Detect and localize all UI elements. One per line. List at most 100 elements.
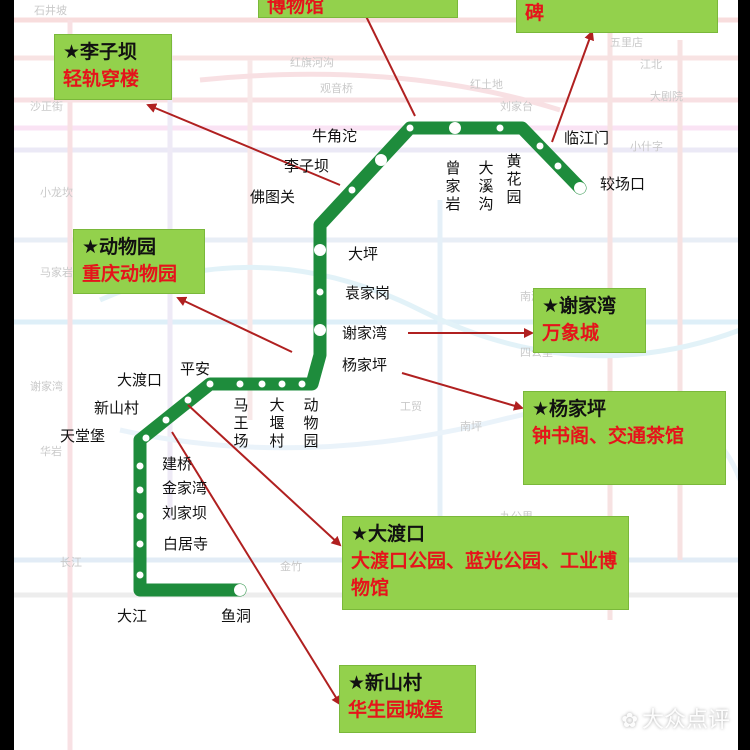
station-label-baijusi: 白居寺 xyxy=(163,535,209,553)
svg-text:华岩: 华岩 xyxy=(40,444,62,458)
card-xiejiawan-subtitle: 万象城 xyxy=(542,322,600,344)
station-label-xiejiawan: 谢家湾 xyxy=(342,324,388,342)
station-dot-liziba xyxy=(375,154,387,166)
card-xiejiawan-title: ★谢家湾 xyxy=(542,295,617,317)
station-dot-zengjiayan xyxy=(449,122,461,134)
card-dadukou: ★大渡口 大渡口公园、蓝光公园、工业博物馆 xyxy=(342,516,629,610)
station-label-linjiangmen: 临江门 xyxy=(564,129,610,147)
station-label-daxigou: 大溪沟 xyxy=(478,159,494,213)
station-label-zengjiayan: 曾家岩 xyxy=(445,159,461,213)
station-dot-xiejiawan xyxy=(314,324,326,336)
card-museum-partial: 博物馆 xyxy=(258,0,458,18)
paw-logo-icon: ✿ xyxy=(621,708,638,732)
svg-text:刘家台: 刘家台 xyxy=(500,99,533,113)
station-dot-niujiaotuo xyxy=(406,124,414,132)
svg-text:长江: 长江 xyxy=(60,556,82,569)
station-dot-dadukou xyxy=(184,396,192,404)
station-label-niujiaotuo: 牛角沱 xyxy=(312,127,358,145)
station-dot-huanghuayuan xyxy=(536,142,544,150)
station-dot-jianqiao xyxy=(136,462,144,470)
svg-text:沙正街: 沙正街 xyxy=(30,99,63,113)
arrow-to-zoo-card xyxy=(176,296,293,353)
svg-text:谢家湾: 谢家湾 xyxy=(30,379,63,393)
station-dot-baijusi xyxy=(136,540,144,548)
svg-text:金竹: 金竹 xyxy=(280,559,302,573)
svg-text:红土地: 红土地 xyxy=(470,78,503,91)
card-zoo-title: ★动物园 xyxy=(82,236,157,258)
station-label-dajiang: 大江 xyxy=(117,607,148,625)
svg-text:石井坡: 石井坡 xyxy=(34,3,67,17)
station-dot-jinjiawan xyxy=(136,486,144,494)
card-zoo: ★动物园 重庆动物园 xyxy=(73,229,205,294)
station-dot-yudong xyxy=(234,584,246,596)
station-label-jiaochangkou: 较场口 xyxy=(600,175,646,193)
svg-text:小什字: 小什字 xyxy=(630,139,663,153)
arrow-to-yangjiaping-card xyxy=(401,372,524,411)
card-xinshancun: ★新山村 华生园城堡 xyxy=(339,665,476,733)
card-xinshancun-subtitle: 华生园城堡 xyxy=(348,699,444,721)
card-top-right-text: 碑 xyxy=(525,2,545,24)
station-dot-linjiangmen xyxy=(554,162,562,170)
station-dot-yuanjiagang xyxy=(316,288,324,296)
station-label-pingan: 平安 xyxy=(180,360,211,378)
arrow-to-liziba-card xyxy=(146,103,341,186)
station-label-liziba: 李子坝 xyxy=(284,157,330,175)
card-dadukou-subtitle: 大渡口公园、蓝光公园、工业博物馆 xyxy=(351,550,618,599)
station-dot-daping xyxy=(314,244,326,256)
station-dot-tiantangbao xyxy=(142,434,150,442)
station-label-yuanjiagang: 袁家岗 xyxy=(345,284,391,302)
station-dot-yangjiaping xyxy=(298,380,306,388)
card-liziba: ★李子坝 轻轨穿楼 xyxy=(54,34,172,100)
arrow-to-dadukou-card xyxy=(187,404,342,547)
station-dot-dajiang xyxy=(136,571,144,579)
station-dot-pingan xyxy=(206,380,214,388)
station-dot-daxigou xyxy=(496,124,504,132)
station-label-yangjiaping: 杨家坪 xyxy=(342,356,388,374)
station-label-daping: 大坪 xyxy=(348,245,379,263)
station-dot-xinshancun xyxy=(162,416,170,424)
station-label-huanghuayuan: 黄花园 xyxy=(506,152,522,206)
station-dot-dayancun xyxy=(258,380,266,388)
station-label-liujiaba: 刘家坝 xyxy=(162,504,208,522)
svg-text:工贸: 工贸 xyxy=(400,400,422,413)
station-label-jinjiawan: 金家湾 xyxy=(162,479,208,497)
card-liziba-subtitle: 轻轨穿楼 xyxy=(63,68,140,90)
station-dot-mawangchang xyxy=(236,380,244,388)
station-label-dadukou: 大渡口 xyxy=(117,371,163,389)
card-museum-text: 博物馆 xyxy=(267,0,325,17)
card-liziba-title: ★李子坝 xyxy=(63,41,138,63)
dianping-watermark: ✿大众点评 xyxy=(621,702,730,734)
station-dot-jiaochangkou xyxy=(574,182,586,194)
svg-text:观音桥: 观音桥 xyxy=(320,81,353,95)
station-label-tiantangbao: 天堂堡 xyxy=(60,427,106,445)
station-dot-liujiaba xyxy=(136,512,144,520)
svg-text:大剧院: 大剧院 xyxy=(650,89,683,103)
station-label-jianqiao: 建桥 xyxy=(162,455,193,473)
svg-text:五里店: 五里店 xyxy=(610,35,643,49)
arrow-to-top-right xyxy=(551,30,594,143)
station-label-xinshancun: 新山村 xyxy=(94,399,140,417)
card-top-right-partial: 碑 xyxy=(516,0,718,33)
station-dot-dongwuyuan xyxy=(278,380,286,388)
svg-text:马家岩: 马家岩 xyxy=(40,265,73,279)
station-dot-fotuguan xyxy=(348,186,356,194)
card-xiejiawan: ★谢家湾 万象城 xyxy=(533,288,646,353)
card-xinshancun-title: ★新山村 xyxy=(348,672,423,694)
callout-arrows xyxy=(146,2,594,706)
svg-text:江北: 江北 xyxy=(640,58,662,71)
svg-text:红旗河沟: 红旗河沟 xyxy=(290,55,334,69)
svg-text:小龙坎: 小龙坎 xyxy=(40,186,73,199)
station-label-fotuguan: 佛图关 xyxy=(250,188,296,206)
card-zoo-subtitle: 重庆动物园 xyxy=(82,263,178,285)
card-yangjiaping: ★杨家坪 钟书阁、交通茶馆 xyxy=(523,391,726,485)
station-dots xyxy=(136,122,586,596)
station-label-mawangchang: 马王场 xyxy=(233,396,249,450)
arrow-to-xinshancun-card xyxy=(171,431,342,706)
arrow-to-museum xyxy=(359,2,416,117)
station-label-yudong: 鱼洞 xyxy=(221,607,252,625)
card-yangjiaping-subtitle: 钟书阁、交通茶馆 xyxy=(532,425,685,447)
svg-text:南坪: 南坪 xyxy=(460,420,482,433)
station-label-dayancun: 大堰村 xyxy=(269,396,285,450)
